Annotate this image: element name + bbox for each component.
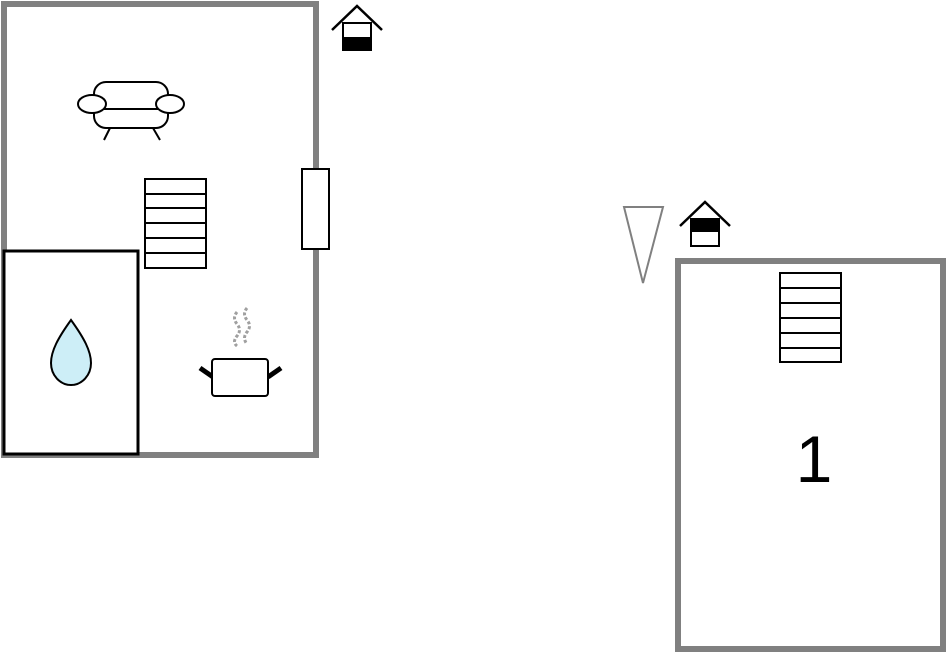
cooking-pot-icon <box>198 307 283 397</box>
sofa-icon <box>77 81 185 141</box>
floor-number-label: 1 <box>796 422 833 496</box>
ground-floor <box>1 1 383 458</box>
first-floor-outline <box>675 258 946 652</box>
staircase-icon <box>144 178 207 269</box>
house-entrance-icon <box>679 200 731 247</box>
water-drop-icon <box>49 318 93 386</box>
staircase-icon <box>779 272 842 363</box>
window-icon <box>301 168 330 250</box>
house-entrance-icon <box>331 4 383 51</box>
first-floor: 1 <box>622 200 946 652</box>
north-arrow-icon <box>622 206 665 284</box>
